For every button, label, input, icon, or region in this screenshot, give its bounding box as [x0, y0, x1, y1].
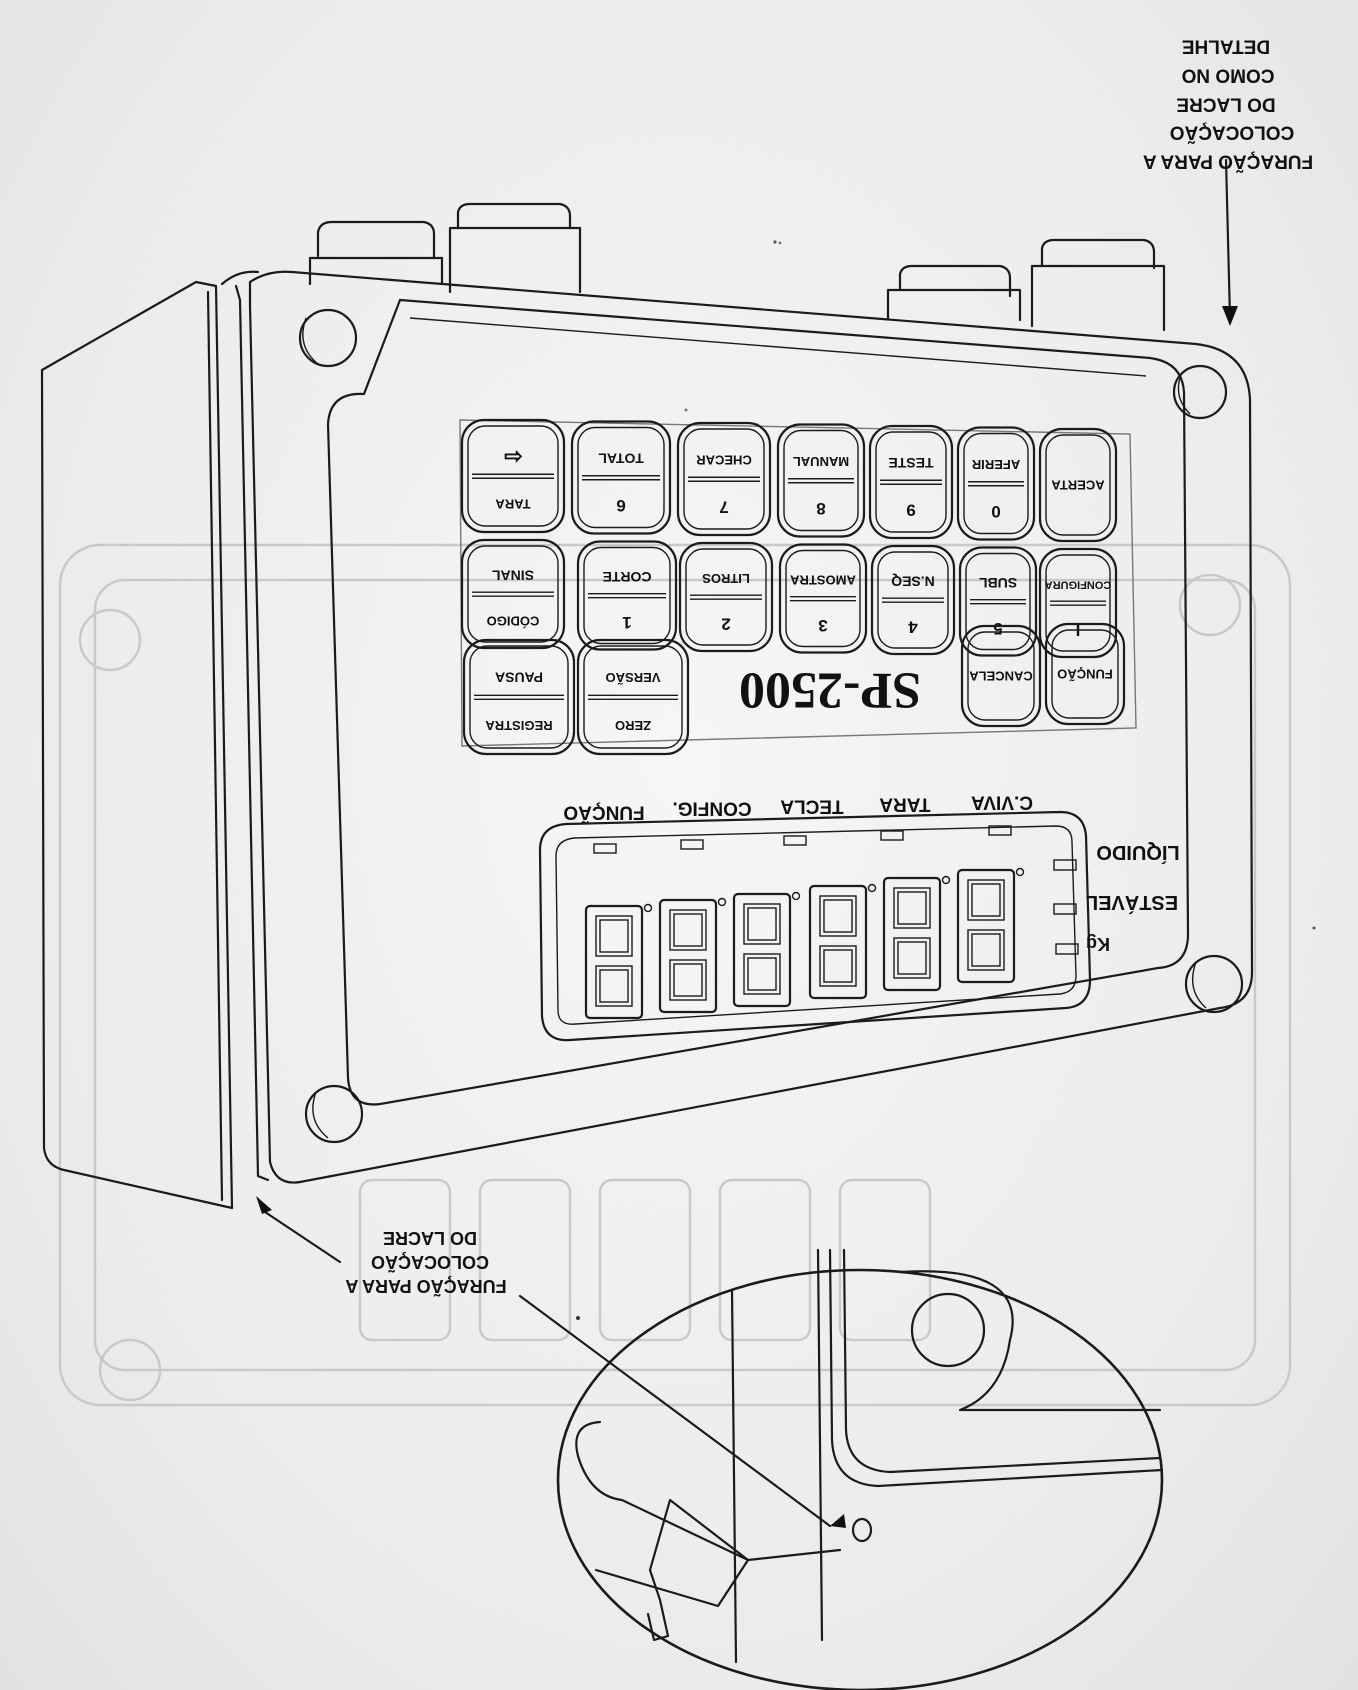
- callout-text: COMO NO: [1182, 65, 1275, 86]
- key-function-label: CORTE: [603, 569, 652, 585]
- key-button[interactable]: MANUAL 8: [776, 423, 866, 538]
- indicator-label: TECLA: [780, 796, 844, 817]
- key-button[interactable]: CANCELA: [960, 624, 1042, 728]
- key-button[interactable]: PAUSA REGISTRA: [462, 638, 576, 756]
- key-number-label: CÓDIGO: [487, 614, 540, 629]
- key-button[interactable]: SINAL CÓDIGO: [460, 538, 566, 650]
- key-label: FUNÇÃO: [1057, 667, 1113, 682]
- callout-text: FURAÇÃO PARA A: [345, 1276, 506, 1297]
- callout-text: DETALHE: [1182, 36, 1270, 57]
- model-name: SP-2500: [739, 662, 921, 719]
- keypad-outline: [459, 419, 1137, 747]
- key-number-label: 7: [719, 498, 728, 517]
- key-function-label: MANUAL: [793, 454, 849, 469]
- key-button[interactable]: CORTE 1: [576, 540, 678, 651]
- key-number-label: 5: [993, 619, 1002, 638]
- left-arrow-icon: ⇦: [504, 444, 522, 469]
- digit-cell: [584, 903, 653, 1020]
- indicator-label: TARA: [879, 794, 931, 815]
- key-button[interactable]: TESTE 9: [868, 424, 954, 540]
- key-function-label: SUBL: [979, 575, 1018, 591]
- digit-cell: [658, 897, 727, 1014]
- key-number-label: 2: [721, 615, 730, 634]
- key-function-label: TESTE: [888, 455, 933, 471]
- status-label: Kg: [1086, 934, 1110, 954]
- digit-cell: [882, 875, 951, 992]
- key-label: ACERTA: [1051, 478, 1105, 493]
- enclosure: [40, 270, 1254, 1210]
- key-function-label: AMOSTRA: [790, 573, 856, 588]
- key-function-label: AFERIR: [971, 457, 1020, 472]
- indicator-led: [988, 825, 1012, 836]
- status-label: ESTÁVEL: [1086, 891, 1178, 914]
- cable-glands: [308, 202, 1166, 332]
- status-label: LÍQUIDO: [1096, 841, 1179, 864]
- key-button[interactable]: TOTAL 6: [570, 420, 672, 535]
- display-window: [538, 810, 1092, 1042]
- callout-bottom-left: DO LACRE COLOCAÇÃO FURAÇÃO PARA A: [256, 1196, 832, 1528]
- status-led: [1055, 943, 1079, 955]
- key-function-label: PAUSA: [495, 670, 543, 686]
- key-button[interactable]: AFERIR 0: [956, 426, 1036, 541]
- indicator-led: [680, 839, 704, 850]
- indicator-label: C.VIVA: [971, 792, 1033, 813]
- key-button[interactable]: ACERTA: [1038, 427, 1118, 543]
- indicator-label: FUNÇÃO: [563, 802, 644, 824]
- indicator-led: [593, 843, 617, 854]
- detail-magnifier: [556, 1248, 1164, 1690]
- key-button[interactable]: CHECAR 7: [676, 421, 772, 537]
- key-number-label: ZERO: [615, 718, 651, 733]
- callout-top-right: DETALHE COMO NO DO LACRE COLOCAÇÃO FURAÇÃO P…: [1143, 36, 1314, 326]
- key-button[interactable]: VERSÃO ZERO: [576, 638, 690, 756]
- key-label: CANCELA: [969, 669, 1033, 684]
- digit-cell: [808, 883, 877, 1000]
- key-number-label: 1: [622, 613, 631, 632]
- key-number-label: 4: [908, 618, 918, 637]
- key-function-label: SINAL: [492, 568, 534, 584]
- key-function-label: VERSÃO: [606, 670, 661, 685]
- callout-text: DO LACRE: [383, 1228, 477, 1248]
- seven-segment-display: [584, 867, 1025, 1020]
- digit-cell: [732, 891, 801, 1008]
- indicator-led: [880, 830, 904, 841]
- key-number-label: 3: [818, 616, 827, 635]
- arrow-head-icon: [1222, 306, 1238, 326]
- key-number-label: 8: [816, 499, 825, 518]
- key-button[interactable]: FUNÇÃO: [1044, 622, 1126, 726]
- key-button[interactable]: SUBL 5: [958, 546, 1038, 657]
- key-button[interactable]: N.SEQ 4: [870, 544, 956, 656]
- key-button[interactable]: ⇦ TARA: [460, 418, 566, 534]
- status-labels: LÍQUIDO ESTÁVEL Kg: [1086, 841, 1180, 954]
- key-function-label: N.SEQ: [891, 574, 935, 590]
- key-button[interactable]: AMOSTRA 3: [778, 543, 868, 654]
- indicator-labels: FUNÇÃO CONFIG. TECLA TARA C.VIVA: [563, 792, 1033, 854]
- key-function-label: CHECAR: [696, 452, 752, 467]
- status-leds: [1053, 859, 1079, 955]
- callout-text: COLOCAÇÃO: [1170, 122, 1295, 144]
- key-number-label: REGISTRA: [485, 718, 553, 733]
- digit-cell: [956, 867, 1025, 984]
- key-number-label: TARA: [495, 497, 531, 512]
- callout-text: FURAÇÃO PARA A: [1143, 151, 1314, 173]
- key-button[interactable]: LITROS 2: [678, 541, 774, 653]
- arrow-head-icon: [256, 1196, 272, 1214]
- key-number-label: 9: [906, 501, 915, 520]
- key-function-label: CONFIGURA: [1045, 579, 1112, 591]
- key-number-label: 0: [991, 502, 1000, 521]
- callout-text: COLOCAÇÃO: [371, 1252, 489, 1273]
- indicator-led: [783, 835, 807, 846]
- keypad[interactable]: ⇦ TARA TOTAL 6 CHECAR 7 MANUAL 8 TESTE 9 AFERIR 0 AC…: [460, 418, 1126, 756]
- key-number-label: 6: [616, 496, 625, 515]
- status-led: [1053, 859, 1077, 871]
- status-led: [1053, 903, 1077, 915]
- key-function-label: TOTAL: [598, 450, 644, 466]
- indicator-label: CONFIG.: [672, 798, 751, 819]
- callout-text: DO LACRE: [1176, 94, 1275, 115]
- scan-specks: [576, 240, 1316, 1320]
- key-function-label: LITROS: [702, 571, 750, 586]
